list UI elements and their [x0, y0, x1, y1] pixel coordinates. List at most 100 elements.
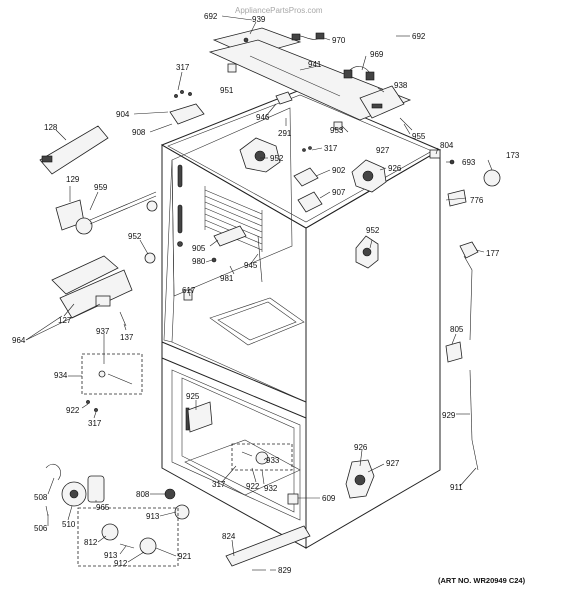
- fan-926-927-bottom: [345, 459, 375, 499]
- part-902-907: [293, 146, 323, 213]
- part-955: [399, 117, 413, 131]
- callout-922: 922: [66, 406, 80, 415]
- part-937: [98, 370, 133, 385]
- callout-127: 127: [58, 316, 72, 325]
- callout-941: 941: [308, 60, 322, 69]
- callout-804: 804: [440, 141, 454, 150]
- right-side-parts: [445, 159, 501, 471]
- part-128: [39, 125, 109, 175]
- callout-932: 932: [264, 484, 278, 493]
- callout-776: 776: [470, 196, 484, 205]
- callout-506: 506: [34, 524, 48, 533]
- cabinet-assembly: [160, 89, 442, 549]
- evaporator-coils: [204, 186, 263, 252]
- callout-926: 926: [354, 443, 368, 452]
- part-904-908: [169, 90, 205, 125]
- callout-921: 921: [178, 552, 192, 561]
- callout-933: 933: [266, 456, 280, 465]
- part-808: [164, 488, 176, 500]
- part-137: [119, 311, 127, 327]
- callout-969: 969: [370, 50, 384, 59]
- callout-510: 510: [62, 520, 76, 529]
- callout-937: 937: [96, 327, 110, 336]
- part-932-933: [231, 443, 293, 471]
- part-925: [187, 401, 213, 433]
- callout-980: 980: [192, 257, 206, 266]
- callout-291: 291: [278, 129, 292, 138]
- callout-922: 922: [246, 482, 260, 491]
- callout-609: 609: [322, 494, 336, 503]
- callout-925: 925: [186, 392, 200, 401]
- callout-labels: 692 939 970 692 317 969 941 951 938 904 …: [12, 12, 520, 575]
- callout-617: 617: [182, 286, 196, 295]
- callout-902: 902: [332, 166, 346, 175]
- callout-317: 317: [212, 480, 226, 489]
- callout-951: 951: [220, 86, 234, 95]
- callout-829: 829: [278, 566, 292, 575]
- callout-929: 929: [442, 411, 456, 420]
- callout-508: 508: [34, 493, 48, 502]
- callout-913: 913: [146, 512, 160, 521]
- part-508-510-965: [45, 463, 105, 517]
- callout-964: 964: [12, 336, 26, 345]
- callout-953: 953: [330, 126, 344, 135]
- callout-824: 824: [222, 532, 236, 541]
- part-127-964: [51, 255, 133, 319]
- leader-lines: [25, 15, 493, 571]
- callout-808: 808: [136, 490, 150, 499]
- part-969: [343, 66, 375, 81]
- part-953: [333, 121, 343, 130]
- part-824: [225, 525, 311, 567]
- fan-952-side: [355, 235, 379, 269]
- callout-955: 955: [412, 132, 426, 141]
- screws-922-317: [86, 400, 98, 412]
- callout-945: 945: [244, 261, 258, 270]
- roller-kit: [77, 504, 190, 567]
- callout-927: 927: [386, 459, 400, 468]
- callout-317: 317: [88, 419, 102, 428]
- callout-927: 927: [376, 146, 390, 155]
- part-946: [275, 91, 293, 105]
- callout-812: 812: [84, 538, 98, 547]
- watermark-text: AppliancePartsPros.com: [235, 6, 323, 15]
- callout-952: 952: [128, 232, 142, 241]
- callout-908: 908: [132, 128, 146, 137]
- part-609: [287, 493, 299, 505]
- fan-952-top: [239, 137, 281, 173]
- callout-128: 128: [44, 123, 58, 132]
- interior-parts: [183, 225, 263, 301]
- callout-970: 970: [332, 36, 346, 45]
- callout-317: 317: [324, 144, 338, 153]
- callout-965: 965: [96, 503, 110, 512]
- callout-317: 317: [176, 63, 190, 72]
- part-939-941: [208, 27, 412, 121]
- callout-952: 952: [366, 226, 380, 235]
- callout-805: 805: [450, 325, 464, 334]
- fan-952-left: [144, 200, 158, 264]
- callout-981: 981: [220, 274, 234, 283]
- kit-934-box: [81, 353, 143, 395]
- part-951: [227, 63, 237, 73]
- callout-938: 938: [394, 81, 408, 90]
- callout-177: 177: [486, 249, 500, 258]
- callout-692: 692: [412, 32, 426, 41]
- art-number: (ART NO. WR20949 C24): [438, 576, 526, 585]
- callout-911: 911: [450, 483, 463, 492]
- callout-934: 934: [54, 371, 68, 380]
- callout-907: 907: [332, 188, 346, 197]
- callout-173: 173: [506, 151, 520, 160]
- callout-939: 939: [252, 15, 266, 24]
- callout-913: 913: [104, 551, 118, 560]
- callout-692: 692: [204, 12, 218, 21]
- callout-946: 946: [256, 113, 270, 122]
- callout-129: 129: [66, 175, 80, 184]
- callout-912: 912: [114, 559, 128, 568]
- callout-952: 952: [270, 154, 284, 163]
- part-129-959: [55, 191, 157, 235]
- fan-926-927-top: [351, 159, 387, 193]
- callout-904: 904: [116, 110, 130, 119]
- callout-926: 926: [388, 164, 402, 173]
- part-970: [291, 32, 325, 41]
- callout-959: 959: [94, 183, 108, 192]
